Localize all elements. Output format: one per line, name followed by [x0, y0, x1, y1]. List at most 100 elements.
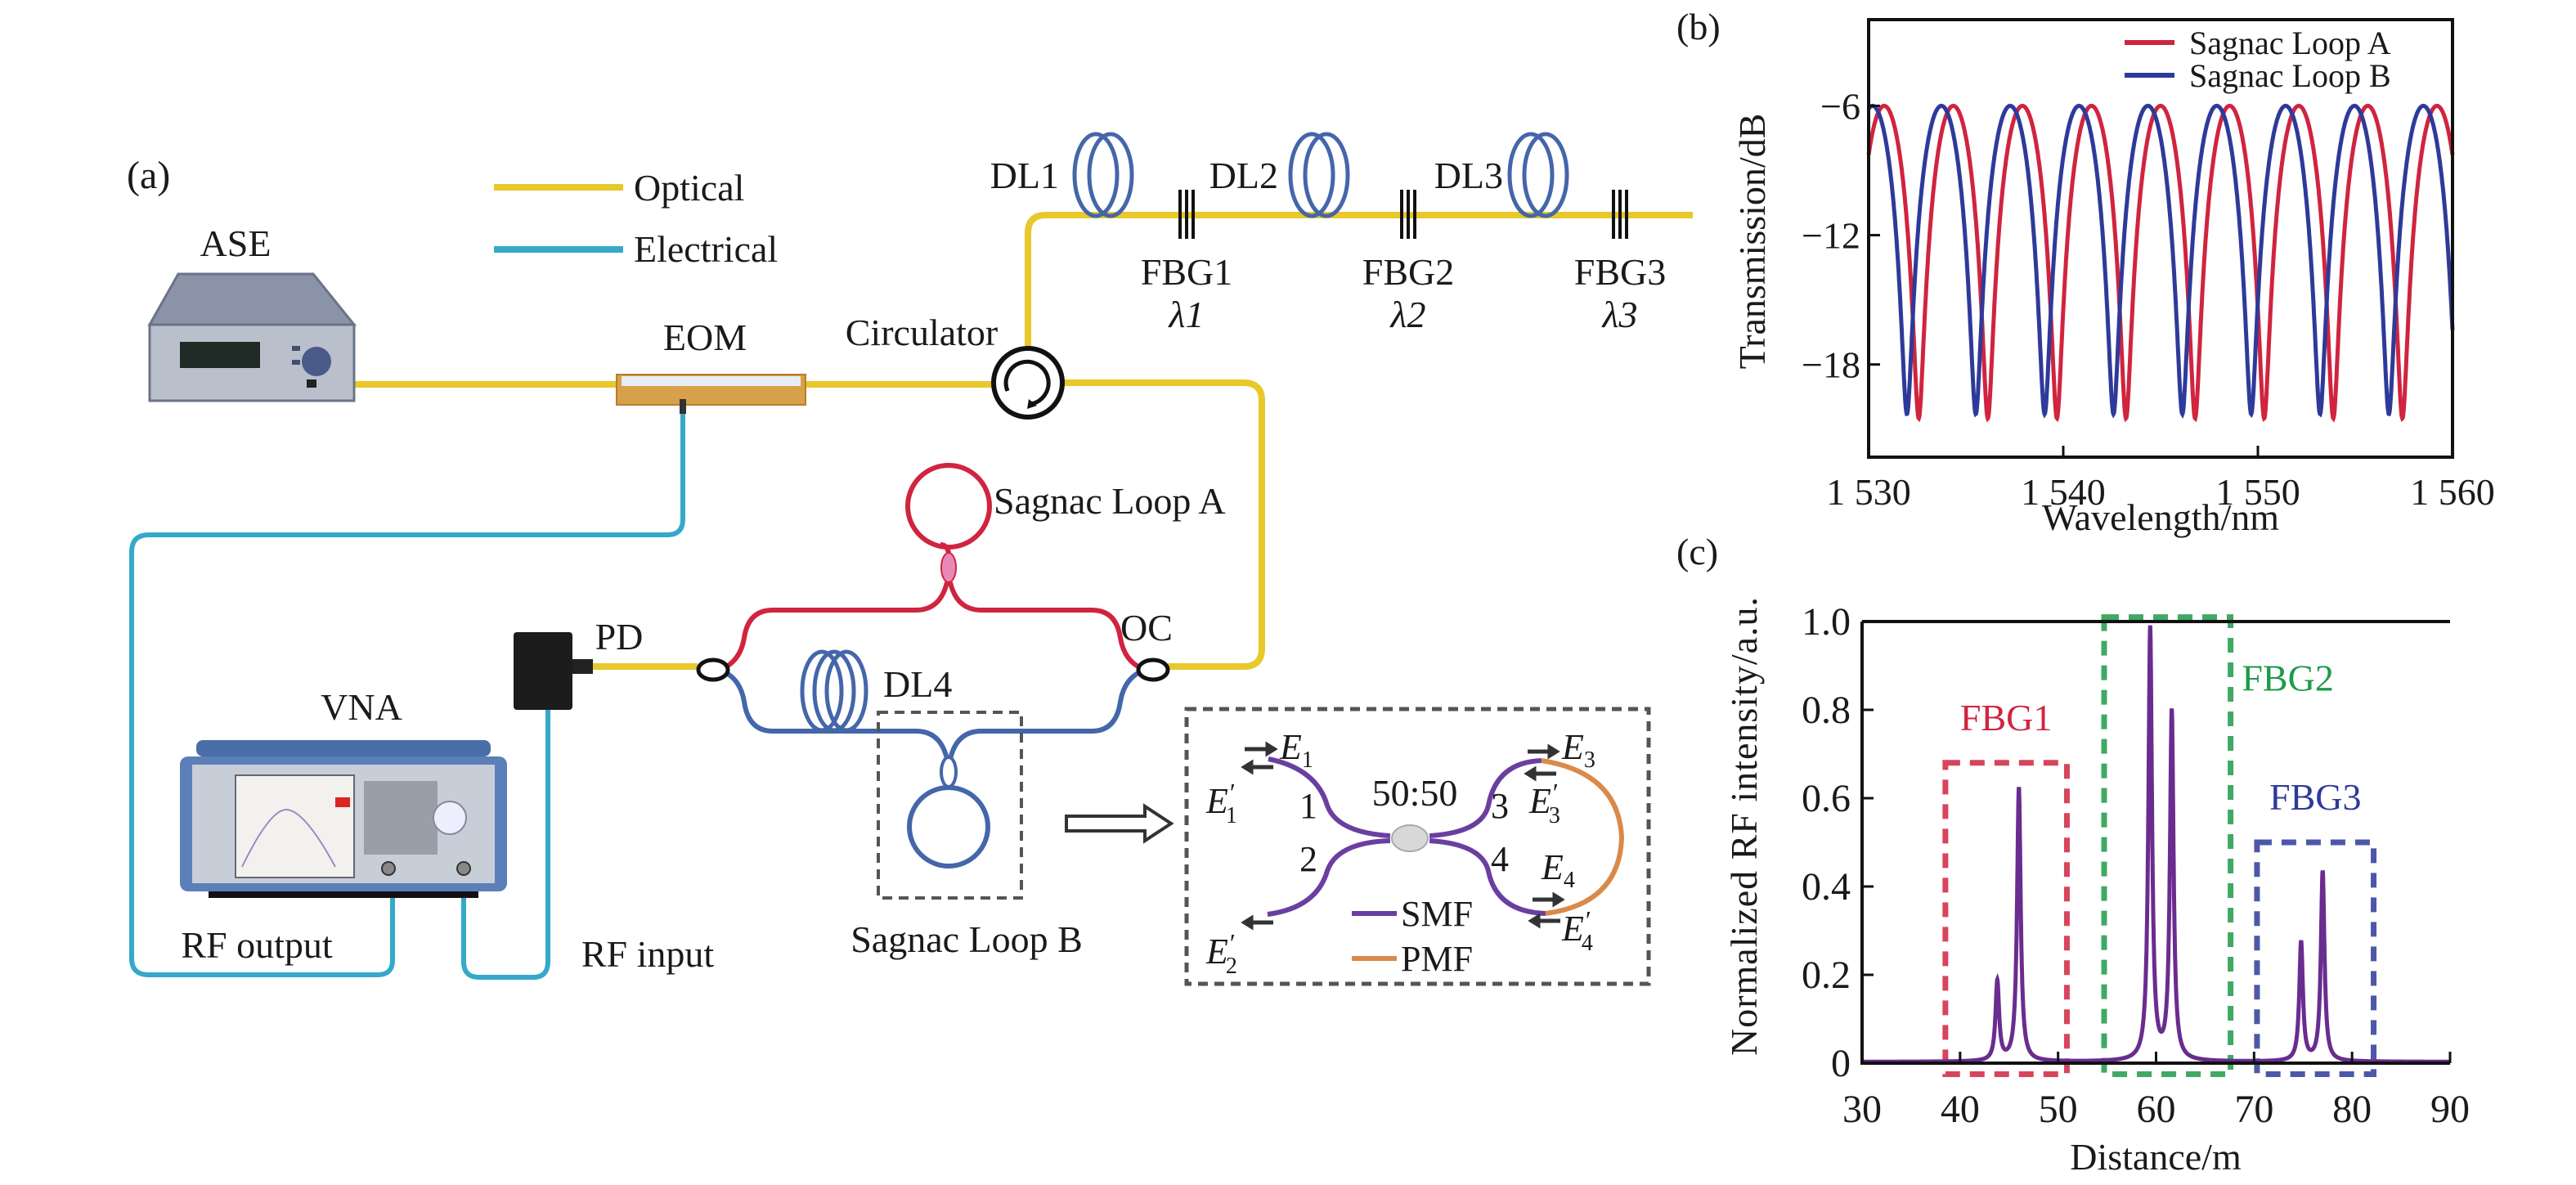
electrical-cables	[129, 405, 685, 980]
expand-arrow-icon	[1065, 803, 1174, 844]
lambda3-label: λ3	[1601, 294, 1638, 335]
inset-direction-arrows	[1241, 741, 1565, 931]
legend-loop-b-label: Sagnac Loop B	[2189, 57, 2391, 94]
annotation-box-fbg3	[2254, 839, 2377, 1077]
y-tick-label: −18	[1802, 344, 1860, 386]
fbg3-label: FBG3	[1574, 251, 1666, 293]
annotation-label-fbg2: FBG2	[2242, 658, 2333, 699]
x-tick-label: 70	[2234, 1088, 2273, 1131]
y-tick-label: 1.0	[1802, 600, 1851, 644]
annotation-label-fbg3: FBG3	[2269, 776, 2361, 818]
series-line-loop-a	[1866, 103, 2455, 423]
x-tick-label: 1 530	[1826, 471, 1911, 513]
vna-keypad	[364, 781, 438, 855]
field-e2-prime: E′2	[1205, 928, 1237, 979]
vna-device: VNA RF output RF input	[180, 686, 714, 975]
legend-loop-a-label: Sagnac Loop A	[2189, 25, 2391, 61]
circulator: Circulator	[846, 312, 1065, 420]
vna-rf-output-port	[381, 861, 396, 876]
legend-a: Optical Electrical	[494, 167, 778, 270]
y-tick-label: 0.4	[1802, 865, 1851, 909]
arrow-head-icon	[1524, 765, 1537, 782]
inset-port-1: 1	[1299, 786, 1317, 826]
chart-b-frame	[1867, 18, 2454, 459]
photodetector: PD	[514, 616, 643, 710]
inset-port3-fiber	[1429, 758, 1542, 838]
x-tick-label: 1 540	[2021, 471, 2106, 513]
dl3-label: DL3	[1434, 155, 1503, 196]
ase-device: ASE	[147, 222, 357, 402]
rf-output-cable	[129, 405, 685, 977]
sagnac-loop-b	[907, 785, 990, 869]
panel-c-label: (c)	[1676, 531, 1718, 572]
ase-lid	[147, 272, 357, 326]
y-tick-label: 0.2	[1802, 954, 1851, 997]
annotation-label-fbg1: FBG1	[1960, 697, 2052, 738]
rf-input-cable	[461, 710, 550, 980]
sagnac-loop-b-label: Sagnac Loop B	[850, 918, 1083, 960]
chart-b-ylabel: Transmission/dB	[1731, 114, 1773, 370]
fbg2-grating	[1400, 190, 1416, 239]
fiber-fbg-array	[1025, 212, 1693, 348]
fbg1-label: FBG1	[1141, 251, 1232, 293]
fbg1-grating	[1178, 190, 1195, 239]
annotation-box-fbg1	[1942, 760, 2070, 1077]
field-e1: E1	[1279, 727, 1313, 773]
loop-b-right-arm	[948, 667, 1147, 760]
x-tick-label: 1 550	[2215, 471, 2300, 513]
inset-port1-fiber	[1268, 756, 1391, 838]
ase-button	[292, 360, 300, 365]
fbg2-label: FBG2	[1362, 251, 1454, 293]
vna-base	[209, 891, 478, 898]
inset-legend-smf-label: SMF	[1401, 894, 1473, 934]
x-tick-label: 40	[1941, 1088, 1980, 1131]
dl2-coil	[1288, 132, 1350, 218]
eom-device: EOM	[616, 316, 806, 414]
x-tick-label: 50	[2039, 1088, 2078, 1131]
field-e1-prime: E′1	[1205, 778, 1237, 828]
y-tick-label: −6	[1820, 85, 1860, 127]
dl2-label: DL2	[1209, 155, 1278, 196]
arrow-head-icon	[1547, 743, 1560, 760]
loop-a-right-arm	[948, 581, 1147, 672]
circulator-outer	[991, 346, 1065, 420]
oc-coupler	[1136, 658, 1170, 682]
chart-c-xlabel: Distance/m	[2070, 1136, 2242, 1178]
inset-coupler	[1391, 824, 1429, 852]
field-e4-prime: E′4	[1561, 905, 1593, 956]
vna-screen	[235, 774, 355, 878]
ase-button	[292, 346, 300, 351]
eom-label: EOM	[663, 316, 747, 358]
inset-port4-fiber	[1429, 838, 1546, 916]
inset-port-3: 3	[1491, 786, 1509, 826]
y-tick-label: 0.8	[1802, 689, 1851, 732]
oc-label: OC	[1120, 607, 1173, 649]
input-coupler	[696, 658, 730, 682]
dl1-coil	[1072, 132, 1134, 218]
eom-plate	[622, 376, 801, 386]
inset-legend-pmf-label: PMF	[1401, 939, 1473, 979]
loop-b-coupler	[940, 756, 958, 788]
x-tick-label: 60	[2137, 1088, 2176, 1131]
x-tick-label: 30	[1842, 1088, 1882, 1131]
vna-knob	[433, 801, 467, 835]
fbg3-grating	[1612, 190, 1628, 239]
legend-electrical-label: Electrical	[634, 228, 778, 270]
sagnac-interferometer: Sagnac Loop A DL4 Sagnac Loop B OC	[696, 463, 1226, 960]
vna-trace	[241, 808, 336, 868]
inset-box	[1184, 707, 1651, 986]
vna-marker	[335, 797, 350, 807]
ase-knob	[302, 347, 331, 376]
dl4-label: DL4	[883, 663, 952, 705]
pd-connector	[572, 659, 593, 674]
inset-pmf-fiber	[1541, 758, 1625, 916]
rf-input-label: RF input	[581, 933, 715, 975]
inset-port-4: 4	[1491, 839, 1509, 879]
x-tick-label: 90	[2430, 1088, 2470, 1131]
rf-output-label: RF output	[181, 924, 333, 966]
pd-body	[514, 632, 572, 710]
